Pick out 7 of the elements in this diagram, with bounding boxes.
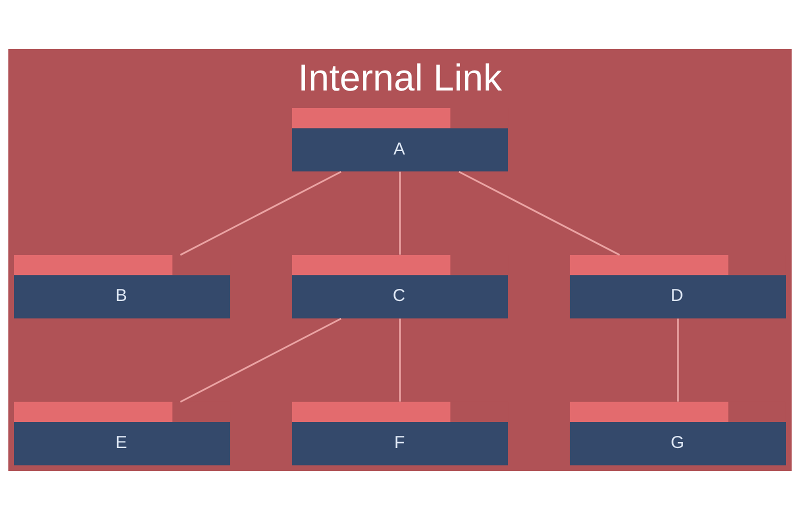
connector [399,172,401,255]
connector [180,318,342,403]
connector [399,318,401,402]
connector [458,170,620,256]
connector [180,170,342,256]
connector [677,318,679,402]
diagram-title: Internal Link [298,56,502,98]
